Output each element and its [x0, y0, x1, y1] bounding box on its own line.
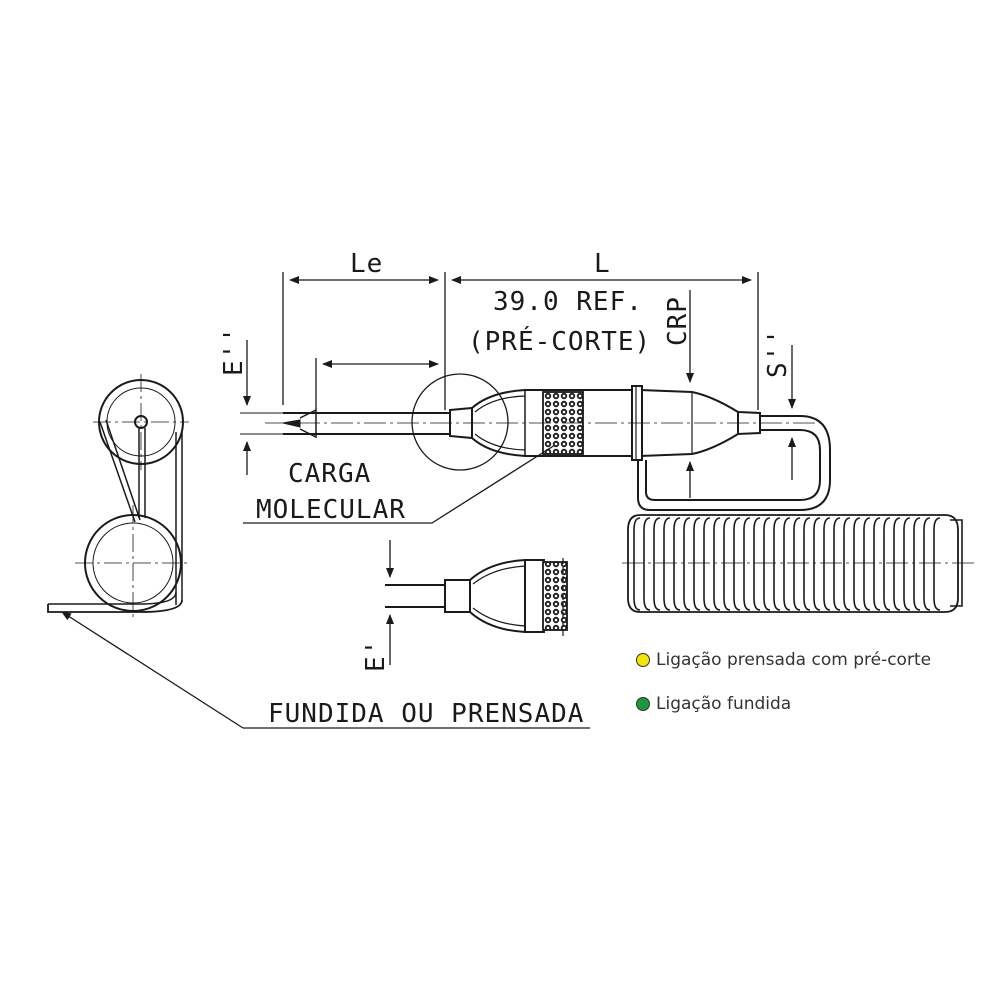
coil-loop — [933, 517, 941, 611]
coil-loop — [773, 517, 781, 611]
legend-item-fundida: Ligação fundida — [636, 694, 791, 714]
return-tube — [637, 415, 831, 511]
coil-loop — [803, 517, 811, 611]
label-e2: E'' — [219, 326, 249, 376]
leader-carga — [243, 444, 556, 524]
coil-loop — [673, 517, 681, 611]
legend-label-fundida: Ligação fundida — [656, 694, 792, 714]
coil-loop — [633, 517, 641, 611]
legend-dot-yellow — [636, 653, 650, 667]
label-carga: CARGA — [288, 459, 371, 489]
coil-loop — [643, 517, 651, 611]
coil-loop — [703, 517, 711, 611]
coil-loop — [693, 517, 701, 611]
detail-view — [385, 558, 568, 636]
coil-loop — [923, 517, 931, 611]
dimensions — [62, 272, 805, 729]
leader-fundida — [62, 612, 590, 729]
coil-loop — [663, 517, 671, 611]
coil-loop — [853, 517, 861, 611]
coil-loop — [823, 517, 831, 611]
coil-loop — [813, 517, 821, 611]
label-ref-line1: 39.0 REF. — [493, 287, 643, 317]
coil-loop — [903, 517, 911, 611]
label-fundida: FUNDIDA OU PRENSADA — [268, 699, 584, 729]
coil-loop — [723, 517, 731, 611]
coil-loop — [843, 517, 851, 611]
label-ref-line2: (PRÉ-CORTE) — [468, 325, 651, 357]
coil-loop — [763, 517, 771, 611]
legend-dot-green — [636, 697, 650, 711]
legend-item-prensada: Ligação prensada com pré-corte — [636, 650, 931, 670]
coil-loop — [893, 517, 901, 611]
legend-label-prensada: Ligação prensada com pré-corte — [656, 650, 932, 670]
label-l: L — [594, 249, 611, 279]
capillary-tube — [283, 412, 450, 435]
coil-loop — [683, 517, 691, 611]
label-s2: S'' — [763, 328, 793, 378]
coil-loop — [833, 517, 841, 611]
label-crp: CRP — [663, 296, 693, 346]
coil — [627, 514, 963, 613]
label-e1: E' — [361, 639, 391, 672]
coil-loop — [753, 517, 761, 611]
detail-circle — [411, 373, 509, 471]
coil-outline — [627, 514, 959, 613]
coil-loop — [743, 517, 751, 611]
coil-loop — [733, 517, 741, 611]
coil-loop — [783, 517, 791, 611]
coil-loop — [713, 517, 721, 611]
coil-loop — [883, 517, 891, 611]
coil-loop — [873, 517, 881, 611]
label-le: Le — [350, 249, 383, 279]
coil-loop — [913, 517, 921, 611]
coil-loop — [863, 517, 871, 611]
label-molecular: MOLECULAR — [256, 495, 406, 525]
side-view — [47, 374, 191, 620]
coil-loop — [793, 517, 801, 611]
main-view — [265, 373, 831, 511]
side-view-top-ring — [98, 379, 184, 465]
coil-loop — [653, 517, 661, 611]
